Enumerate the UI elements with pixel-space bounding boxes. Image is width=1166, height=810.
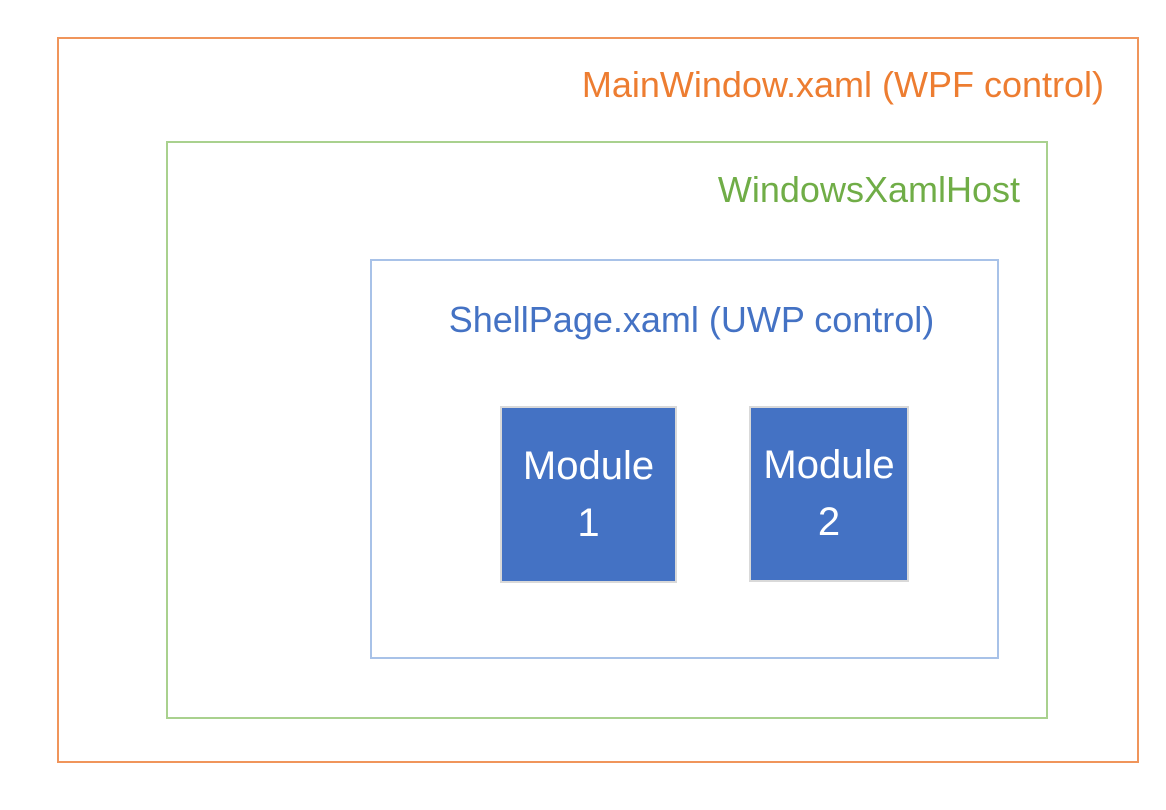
module-2-label: Module — [763, 443, 895, 488]
windowsxamlhost-label: WindowsXamlHost — [717, 169, 1020, 210]
mainwindow-label: MainWindow.xaml (WPF control) — [581, 64, 1104, 105]
windowsxamlhost-box: WindowsXamlHost ShellPage.xaml (UWP cont… — [166, 141, 1048, 719]
module-2-box: Module 2 — [749, 406, 909, 582]
mainwindow-box: MainWindow.xaml (WPF control) WindowsXam… — [57, 37, 1139, 763]
module-1-box: Module 1 — [500, 406, 677, 583]
module-1-number: 1 — [577, 500, 600, 545]
shellpage-label: ShellPage.xaml (UWP control) — [448, 299, 935, 340]
shellpage-box: ShellPage.xaml (UWP control) Module 1 Mo… — [370, 259, 999, 659]
module-2-number: 2 — [817, 500, 841, 544]
module-1-label: Module — [522, 443, 655, 488]
